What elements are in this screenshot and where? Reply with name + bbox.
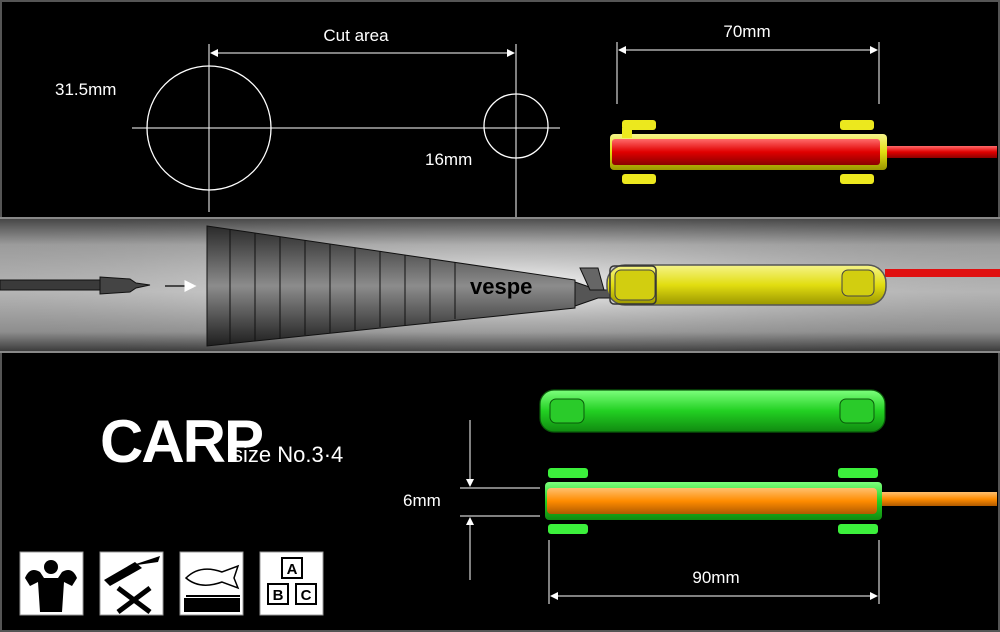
green-tab <box>548 524 588 534</box>
orange-line <box>875 492 997 506</box>
orange-line-core <box>547 488 877 514</box>
brand-label: vespe <box>470 274 532 299</box>
needle-shaft <box>0 279 101 291</box>
green-float-diagram <box>539 389 886 433</box>
cut-area-diagram: Cut area 31.5mm 16mm <box>55 26 560 224</box>
product-title: CARP size No.3·4 <box>100 408 343 475</box>
cone-rings <box>229 229 456 344</box>
small-diameter-label: 16mm <box>425 150 472 169</box>
title-carp: CARP <box>100 408 262 475</box>
green-float <box>539 389 886 433</box>
bottom-float-diagram: 6mm 90mm <box>403 420 997 604</box>
fish-icon <box>179 551 244 616</box>
green-tab <box>838 524 878 534</box>
top-float-diagram: 70mm <box>610 22 997 184</box>
yellow-tab <box>840 174 874 184</box>
abc-blocks-icon: A B C <box>259 551 324 616</box>
yellow-tab <box>622 174 656 184</box>
large-diameter-label: 31.5mm <box>55 80 116 99</box>
red-line-tube <box>885 269 1000 277</box>
thickness-label: 6mm <box>403 491 441 510</box>
green-tab <box>548 468 588 478</box>
yellow-tab <box>622 120 656 130</box>
needle-tip <box>99 276 151 295</box>
no-cutting-icon <box>99 551 164 616</box>
float-sleeve <box>609 265 657 305</box>
cut-area-label: Cut area <box>323 26 389 45</box>
yellow-tab <box>622 128 632 138</box>
abc-letter-a: A <box>287 561 298 578</box>
green-tab <box>838 468 878 478</box>
float-window <box>841 269 875 297</box>
red-line-core <box>612 139 880 165</box>
green-float-window <box>549 398 585 424</box>
icon-row: A B C <box>19 551 324 616</box>
top-length-label: 70mm <box>723 22 770 41</box>
title-size: size No.3·4 <box>232 442 343 467</box>
yellow-float-in-tube <box>606 264 887 306</box>
red-line <box>875 146 997 158</box>
tube-diagram: vespe <box>0 217 1000 353</box>
yellow-tab <box>840 120 874 130</box>
muscle-man-icon <box>19 551 84 616</box>
bottom-length-label: 90mm <box>692 568 739 587</box>
cone <box>206 225 576 347</box>
abc-letter-b: B <box>273 587 284 604</box>
green-float-window <box>839 398 875 424</box>
abc-letter-c: C <box>301 587 312 604</box>
connector-lip <box>579 267 605 291</box>
float-window <box>614 269 656 301</box>
